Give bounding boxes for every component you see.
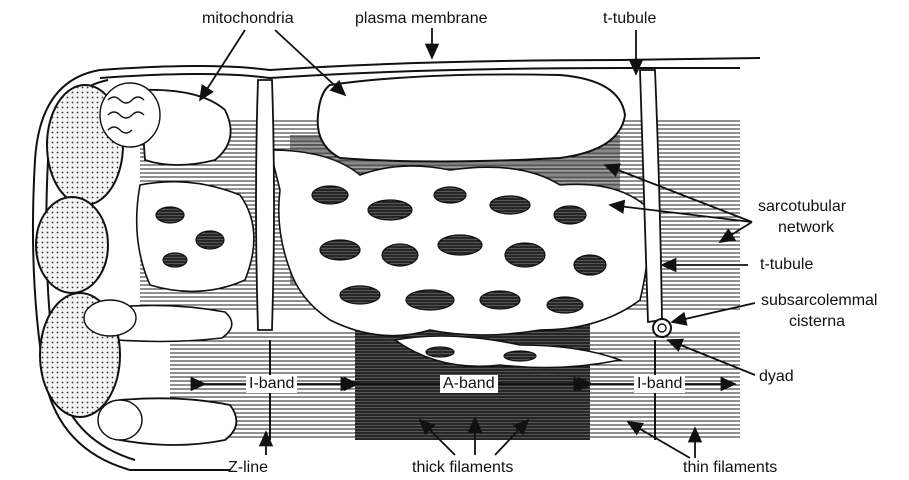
label-z-line: Z-line xyxy=(228,459,268,477)
label-subsarcolemmal-line2: cisterna xyxy=(789,313,845,331)
label-subsarcolemmal-line1: subsarcolemmal xyxy=(761,292,877,310)
arrow-mitochondria-2 xyxy=(275,30,345,95)
label-sarcotubular-line1: sarcotubular xyxy=(758,198,846,216)
dyad-inner xyxy=(658,324,666,332)
label-t-tubule-right: t-tubule xyxy=(760,256,813,274)
label-a-band: A-band xyxy=(440,375,498,393)
label-i-band-left: I-band xyxy=(246,375,297,393)
label-thin-filaments: thin filaments xyxy=(683,459,777,477)
label-t-tubule-top: t-tubule xyxy=(603,10,656,28)
label-sarcotubular-line2: network xyxy=(778,219,834,237)
label-plasma-membrane: plasma membrane xyxy=(355,10,488,28)
label-mitochondria: mitochondria xyxy=(202,10,294,28)
label-i-band-right: I-band xyxy=(634,375,685,393)
label-thick-filaments: thick filaments xyxy=(412,459,513,477)
label-dyad: dyad xyxy=(759,368,794,386)
large-mitochondrion xyxy=(318,74,625,161)
arrow-mitochondria-1 xyxy=(200,30,245,100)
